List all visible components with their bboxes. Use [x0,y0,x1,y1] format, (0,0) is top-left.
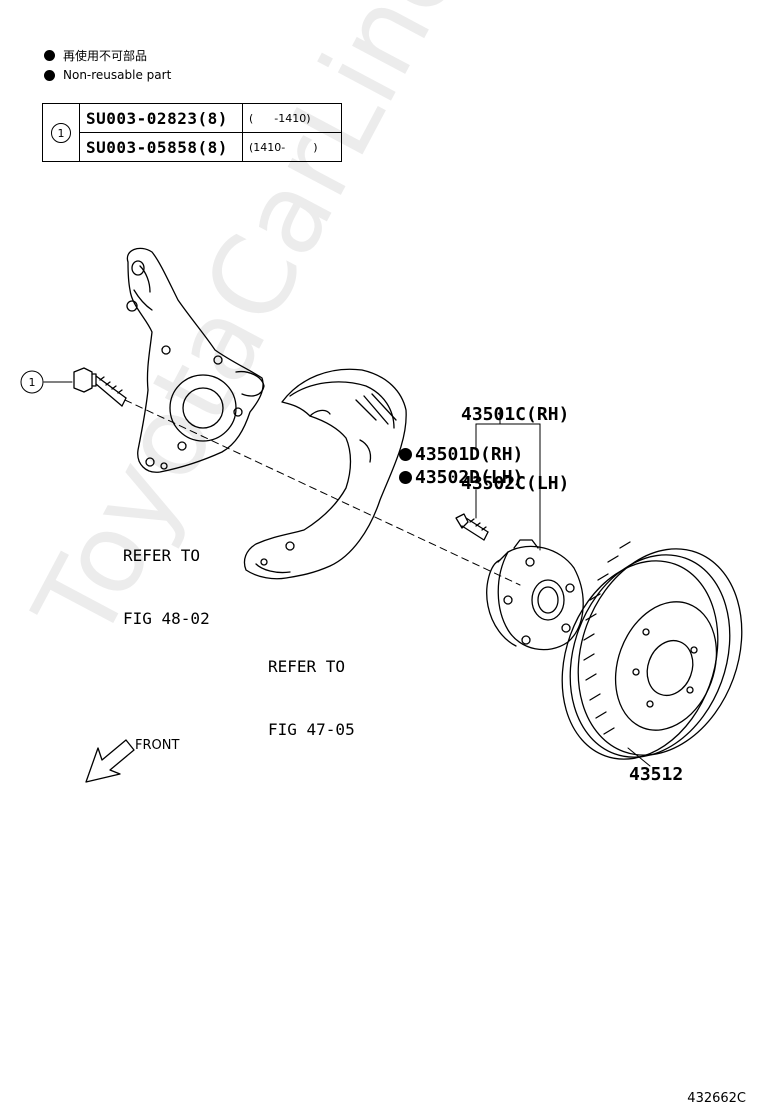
ref-number-circle: 1 [51,123,71,144]
hub-c-label[interactable]: 43501C(RH) 43502C(LH) [461,357,569,518]
shield-refer-label[interactable]: REFER TO FIG 47-05 [268,614,355,761]
hub-d-rh: 43501D(RH) [415,444,524,465]
non-reusable-dot-icon [399,471,412,484]
front-arrow-icon [85,739,135,783]
knuckle-refer-line2: FIG 48-02 [123,609,210,628]
table-row: SU003-05858(8) (1410- ) [43,132,342,162]
assembly-axis-line [124,399,521,586]
bolt-ref-label: 1 [21,371,43,390]
hub-callout-leaders [475,407,541,551]
non-reusable-dot-icon [44,50,55,61]
date-range: (1410- ) [242,132,342,162]
shield-refer-line1: REFER TO [268,657,346,676]
front-label: FRONT [135,738,180,753]
part-code[interactable]: SU003-02823(8) [79,103,243,133]
shield-refer-line2: FIG 47-05 [268,720,355,739]
legend-en-text: Non-reusable part [63,68,172,82]
hub-bolt[interactable] [455,513,489,541]
steering-knuckle[interactable] [126,247,265,473]
parts-table: 1 SU003-02823(8) ( -1410) SU003-05858(8)… [42,103,342,162]
bolt-ref-number: 1 [28,376,36,389]
hub-c-lh: 43502C(LH) [461,473,570,494]
hub-bearing-assembly[interactable] [486,539,584,651]
hub-c-rh: 43501C(RH) [461,404,570,425]
hub-d-label[interactable]: 43501D(RH) 43502D(LH) [399,443,523,489]
date-range: ( -1410) [242,103,342,133]
legend-jp-text: 再使用不可部品 [63,49,148,63]
diagram-id: 432662C [687,1091,746,1106]
non-reusable-dot-icon [44,69,55,81]
knuckle-refer-label[interactable]: REFER TO FIG 48-02 [123,503,210,650]
disc-part-label[interactable]: 43512 [629,764,684,785]
disc-dust-shield[interactable] [243,368,407,580]
bolt-ref-circle [20,370,44,394]
knuckle-refer-line1: REFER TO [123,546,201,565]
legend-en: Non-reusable part [44,68,171,82]
table-row: 1 SU003-02823(8) ( -1410) [42,103,342,162]
legend-jp: 再使用不可部品 [44,47,147,64]
hub-d-lh: 43502D(LH) [415,467,524,488]
non-reusable-dot-icon [399,448,412,461]
knuckle-bolt[interactable] [43,367,127,407]
brake-disc-rotor[interactable] [536,526,760,781]
